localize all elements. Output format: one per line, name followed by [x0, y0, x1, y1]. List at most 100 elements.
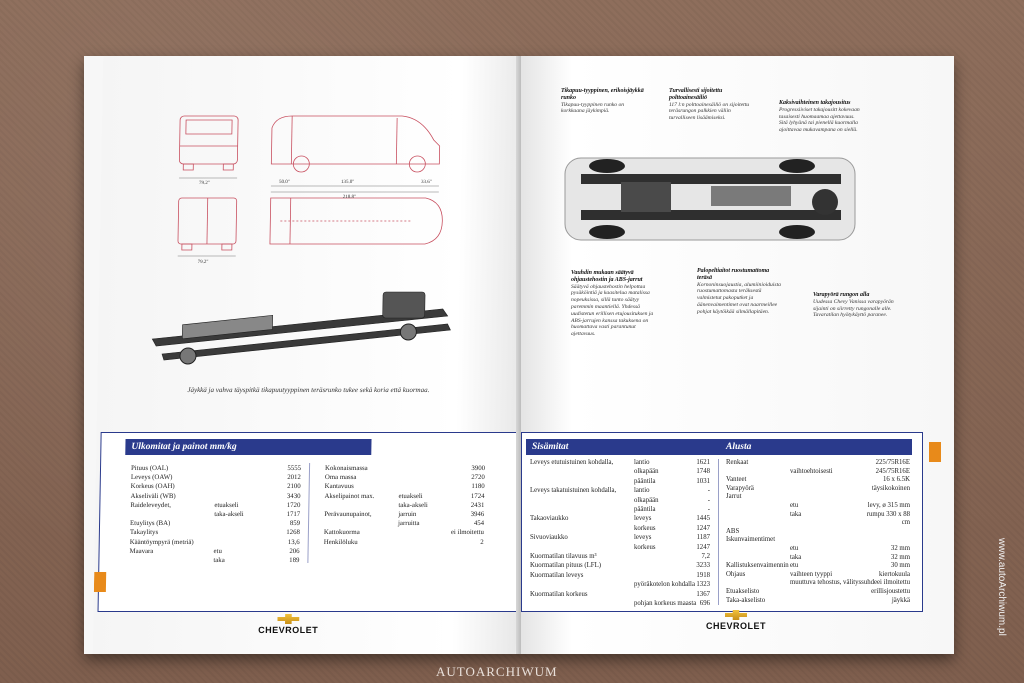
- spec-label: Pituus (OAL): [130, 465, 169, 472]
- spec-label: Akselipainot max.: [324, 492, 375, 500]
- front-width-label: 79.2": [199, 181, 210, 186]
- spec-label: Jarrut: [726, 493, 742, 501]
- spec-sublabel: olkapään: [634, 496, 659, 504]
- spec-row: pääntila-: [530, 506, 710, 515]
- spec-row: Taka-akselisto jäykkä: [726, 597, 910, 606]
- spec-label: Etuylitys (BA): [129, 520, 171, 528]
- spec-value: 13,6: [287, 538, 300, 546]
- spec-value: 1748: [696, 468, 710, 476]
- callout-frame-title: Tikapuu-tyyppinen, erikoisjäykkä runko: [561, 88, 644, 101]
- spec-row: Etuylitys (BA) 859: [130, 520, 300, 529]
- spec-value: 245/75R16E: [875, 467, 910, 475]
- callout-spare-text: Uudessa Chevy Vanissa varapyörän sijaint…: [813, 298, 894, 319]
- spec-value: levy, ø 315 mm: [867, 502, 910, 509]
- spec-label: Vanteet: [726, 476, 747, 484]
- spec-label: Taka-akselisto: [726, 596, 766, 604]
- spec-label: Kokonaismassa: [324, 465, 368, 472]
- spec-row: Kuormatilan pituus (LFL)3233: [530, 562, 710, 571]
- spec-value: 1247: [696, 524, 710, 532]
- callout-exhaust-title: Palopeltiaitot ruostumattoma teräsä: [697, 268, 770, 281]
- callout-spare-title: Varapyörä rungon alla: [813, 292, 870, 298]
- spec-label: ABS: [726, 527, 740, 535]
- spec-value: 859: [289, 520, 301, 528]
- brochure-spread: 79.2" 79.2" 50.0" 135.0" 33.6" 218.8" Jä…: [84, 56, 954, 654]
- rear-overhang-label: 33.6": [421, 180, 432, 185]
- chassis-specs-header: Alusta: [720, 439, 912, 455]
- watermark-text: AUTOARCHIWUM: [436, 664, 558, 679]
- spec-value: cm: [901, 519, 910, 527]
- spec-value: 1323: [696, 581, 710, 589]
- spec-value: 32 mm: [890, 553, 910, 561]
- spec-row: Leveys (OAW)2012: [131, 474, 301, 483]
- callout-frame-text: Tikapuu-tyyppinen runko on korkkaana jäy…: [561, 101, 625, 115]
- spec-value: 3946: [470, 511, 485, 518]
- callout-rear-suspension: Kaksivaihteinen takajousitus Progressiiv…: [779, 100, 863, 134]
- spec-label: Perävaunupainot,: [324, 511, 372, 518]
- spec-row: ABS: [726, 528, 910, 537]
- rear-width-label: 79.2": [198, 260, 209, 265]
- spec-value: 454: [473, 520, 485, 528]
- wheelbase-label: 135.0": [341, 180, 354, 185]
- spec-value: -: [707, 506, 710, 513]
- side-watermark-url: www.autoArchiwum.pl: [996, 538, 1007, 636]
- spec-value: 206: [289, 547, 300, 555]
- spec-row: korkeus 1247: [530, 525, 710, 534]
- spec-value: 1367: [696, 590, 710, 598]
- brand-text-right: CHEVROLET: [706, 621, 767, 631]
- spec-label: Korkeus (OAH): [130, 483, 175, 491]
- spec-sublabel: taka: [790, 510, 802, 518]
- spec-value: 16 x 6.5K: [883, 476, 910, 484]
- spec-value: 1031: [696, 477, 710, 485]
- spec-value: 696: [699, 600, 710, 607]
- spec-value: 3430: [286, 492, 301, 500]
- orange-tab-left: [93, 572, 107, 592]
- callout-suspension-title: Kaksivaihteinen takajousitus: [779, 100, 851, 106]
- spec-value: 1724: [470, 492, 485, 500]
- callout-fuel-tank: Turvallisesti sijoitettu polttoainesäili…: [669, 88, 753, 122]
- spec-label: Kattokuorma: [323, 529, 360, 537]
- spec-value: täysikokoinen: [871, 484, 910, 492]
- spec-value: -: [707, 496, 710, 504]
- spec-label: Varapyörä: [726, 484, 754, 492]
- spec-value: 2720: [471, 474, 485, 482]
- spec-label: Maavara: [129, 547, 154, 555]
- spec-label: Etuakselisto: [726, 588, 760, 595]
- spec-value: 5555: [287, 465, 302, 472]
- spec-label: Kantavuus: [324, 483, 354, 491]
- spec-value: 7,2: [701, 553, 711, 560]
- spec-sublabel: korkeus: [634, 524, 656, 532]
- spec-label: Sivuoviaukko: [530, 534, 568, 542]
- spec-value: 1268: [286, 529, 300, 537]
- spec-value: 32 mm: [890, 545, 910, 552]
- spec-value: jäykkä: [891, 596, 910, 604]
- spec-row: Korkeus (OAH)2100: [131, 483, 301, 492]
- spec-value: 3233: [696, 562, 710, 570]
- spec-row: Kokonaismassa 3900: [325, 465, 485, 474]
- spec-sublabel: etu: [790, 562, 799, 570]
- bowtie-icon: [277, 614, 299, 624]
- spec-value: 2: [480, 538, 484, 546]
- spec-sublabel: taka-akseli: [398, 501, 428, 509]
- spec-sublabel: vaihtoehtoisesti: [790, 467, 833, 475]
- spec-row: Jarrut: [726, 493, 910, 502]
- callout-exhaust-text: Kornoninsuojaustia, alumiinioiduista ruo…: [697, 281, 781, 315]
- spec-label: Kallistuksenvaimennin: [726, 562, 789, 570]
- spec-value: 3900: [471, 465, 486, 472]
